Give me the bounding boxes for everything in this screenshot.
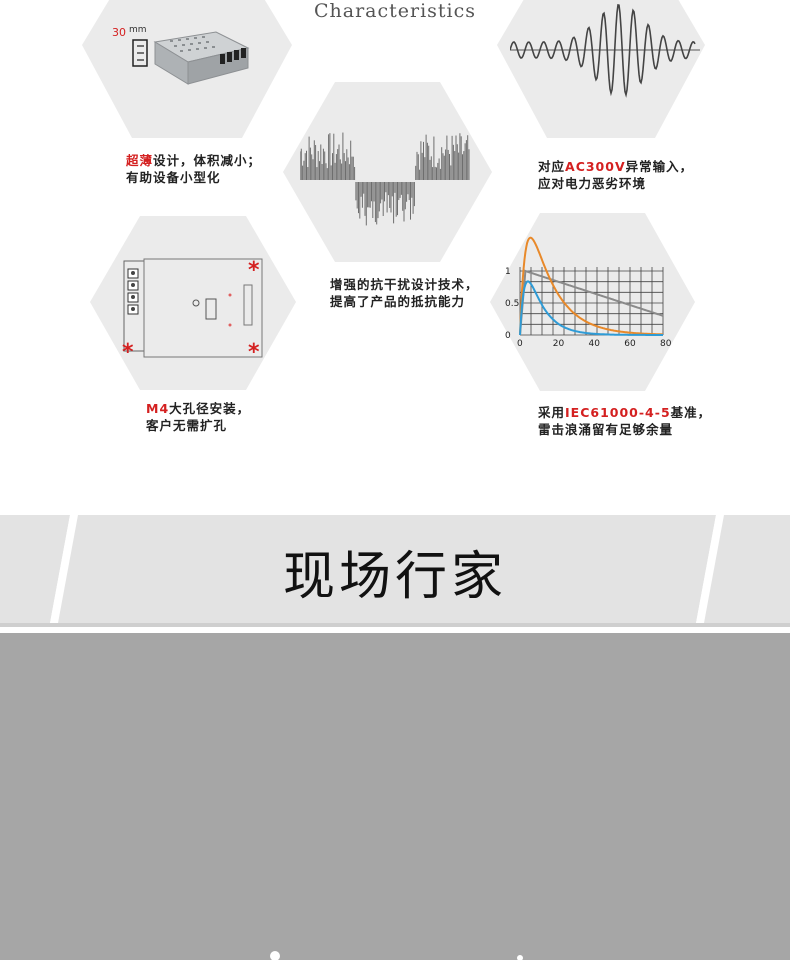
caption-ac-pre: 对应	[538, 159, 566, 174]
x-tick-label: 20	[553, 339, 565, 349]
y-tick-label: 1	[505, 267, 511, 277]
section-title: Characteristics	[313, 0, 477, 22]
caption-emi: 增强的抗干扰设计技术， 提高了产品的抵抗能力	[330, 276, 479, 310]
svg-text:*: *	[248, 340, 260, 365]
caption-emi-line2: 提高了产品的抵抗能力	[330, 294, 466, 309]
caption-ac-post: 异常输入，	[625, 159, 694, 174]
caption-thin-highlight: 超薄	[126, 153, 154, 168]
x-tick-label: 0	[517, 339, 523, 349]
y-tick-label: 0.5	[505, 299, 519, 309]
thickness-unit: mm	[129, 25, 147, 35]
caption-thin-line2: 有助设备小型化	[126, 170, 221, 185]
x-tick-label: 80	[660, 339, 672, 349]
caption-iec-highlight: IEC61000-4-5	[565, 405, 671, 420]
gray-content-area	[0, 633, 790, 961]
caption-ac300v: 对应AC300V异常输入， 应对电力恶劣环境	[538, 158, 693, 192]
caption-iec-pre: 采用	[538, 405, 566, 420]
caption-thin-design: 超薄设计，体积减小； 有助设备小型化	[126, 152, 261, 186]
svg-text:*: *	[248, 258, 260, 283]
hex-emi	[283, 82, 492, 262]
mounting-diagram-image: * * *	[122, 258, 263, 365]
decorative-dot-right	[517, 955, 523, 961]
caption-iec-post: 基准，	[670, 405, 712, 420]
noise-spectrum-image	[300, 132, 470, 226]
caption-m4: M4大孔径安装， 客户无需扩孔	[146, 400, 250, 434]
hex-ac300v	[497, 0, 705, 138]
caption-iec: 采用IEC61000-4-5基准， 雷击浪涌留有足够余量	[538, 404, 711, 438]
x-tick-label: 60	[624, 339, 636, 349]
caption-m4-highlight: M4	[146, 401, 170, 416]
banner-title: 现场行家	[282, 547, 507, 607]
caption-m4-post: 大孔径安装，	[169, 401, 251, 416]
y-tick-label: 0	[505, 331, 511, 341]
surge-waveform-chart: 1 0.5 00 20 40 60 80	[505, 236, 672, 349]
svg-text:*: *	[122, 340, 134, 365]
caption-emi-line1: 增强的抗干扰设计技术，	[330, 277, 479, 292]
caption-ac-line2: 应对电力恶劣环境	[538, 176, 647, 191]
x-tick-label: 40	[589, 339, 601, 349]
power-supply-module-image	[132, 31, 250, 85]
waveform-image	[510, 4, 700, 98]
caption-ac-highlight: AC300V	[565, 159, 626, 174]
caption-iec-line2: 雷击浪涌留有足够余量	[538, 422, 674, 437]
caption-m4-line2: 客户无需扩孔	[146, 418, 228, 433]
thickness-value: 30	[112, 26, 126, 39]
caption-thin-line1: 设计，体积减小；	[153, 153, 262, 168]
decorative-dot-left	[270, 951, 280, 961]
banner-band	[0, 515, 790, 627]
